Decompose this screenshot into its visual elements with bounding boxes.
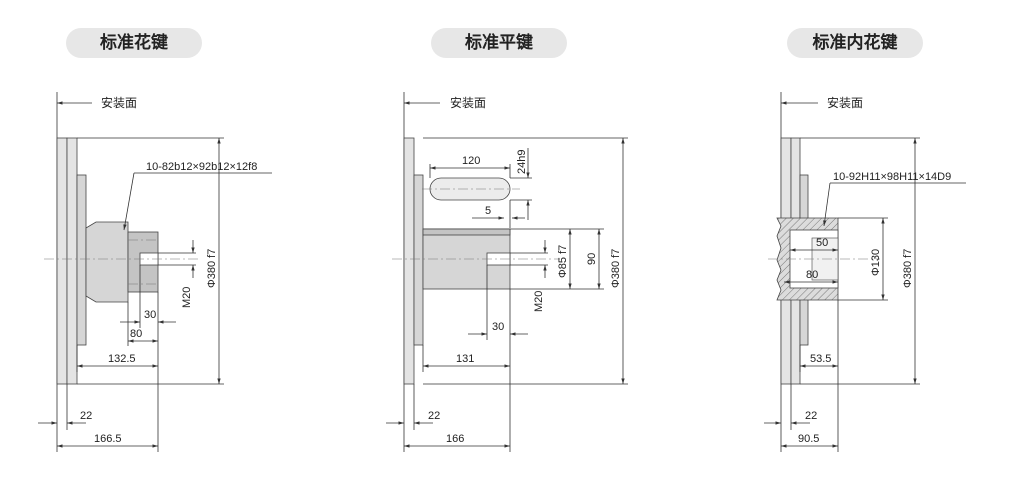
mount-label: 安装面 xyxy=(450,95,486,110)
title-standard-spline: 标准花键 xyxy=(66,28,202,58)
dim-overall: 166.5 xyxy=(94,433,122,445)
flange-plate xyxy=(403,137,415,385)
dim-bore-depth: 80 xyxy=(806,269,818,281)
dim-flange-dia: Φ380 f7 xyxy=(206,249,218,288)
view-standard-internal-spline: 安装面 10-92H11×98H11×14D9 50 80 Φ130 Φ380 … xyxy=(764,92,966,452)
dim-key-height: 90 xyxy=(586,253,598,265)
view-standard-spline: 安装面 10-82b12×92b12×12f8 M20 30 xyxy=(38,92,272,452)
dim-plate: 22 xyxy=(805,410,817,422)
dim-plate: 22 xyxy=(80,410,92,422)
dim-thread: M20 xyxy=(181,287,193,308)
hub xyxy=(85,221,129,303)
dim-flange-dia: Φ380 f7 xyxy=(610,249,622,288)
dim-key-len: 120 xyxy=(462,155,480,167)
mount-label: 安装面 xyxy=(827,95,863,110)
dim-key-offset: 5 xyxy=(485,205,491,217)
dim-shaft-dia: Φ85 f7 xyxy=(557,245,569,278)
title-standard-flat-key: 标准平键 xyxy=(431,28,567,58)
dim-flange-dia: Φ380 f7 xyxy=(902,249,914,288)
flange-plate xyxy=(56,137,68,385)
dim-hub-len: 53.5 xyxy=(810,353,831,365)
key-top xyxy=(422,228,511,236)
dim-overall: 90.5 xyxy=(798,433,819,445)
flange-boss xyxy=(413,174,424,346)
dim-thread-depth: 30 xyxy=(144,309,156,321)
dim-plate: 22 xyxy=(428,410,440,422)
flange-ring xyxy=(66,137,78,385)
dim-shaft-len: 131 xyxy=(456,353,474,365)
dim-shaft-len: 80 xyxy=(130,328,142,340)
view-standard-flat-key: 安装面 120 24h9 5 Φ85 f7 xyxy=(386,92,628,452)
dim-total-len: 132.5 xyxy=(108,353,136,365)
spline-spec: 10-82b12×92b12×12f8 xyxy=(146,161,257,173)
flange-boss xyxy=(76,174,87,346)
spline-spec: 10-92H11×98H11×14D9 xyxy=(833,171,951,183)
dim-overall: 166 xyxy=(446,433,464,445)
dim-key-width: 24h9 xyxy=(516,150,528,174)
dim-inner-depth: 50 xyxy=(816,237,828,249)
title-standard-internal-spline: 标准内花键 xyxy=(787,28,923,58)
mount-label: 安装面 xyxy=(101,95,137,110)
dim-thread: M20 xyxy=(533,291,545,312)
dim-bore-dia: Φ130 xyxy=(870,249,882,276)
dim-thread-depth: 30 xyxy=(492,321,504,333)
